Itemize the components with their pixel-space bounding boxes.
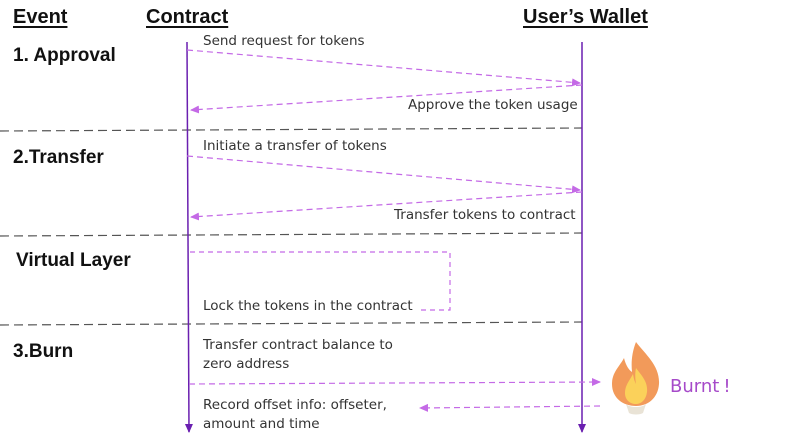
label-transfer-balance-line1: Transfer contract balance to	[203, 337, 393, 353]
header-contract: Contract	[146, 6, 229, 28]
header-wallet: User’s Wallet	[523, 6, 648, 28]
burnt-text: Burnt	[670, 376, 720, 397]
separator-approval-transfer	[0, 127, 583, 132]
self-loop-lock	[190, 251, 451, 311]
separator-virtual-burn	[0, 321, 583, 326]
label-transfer-balance: Transfer contract balance to zero addres…	[203, 336, 393, 374]
separator-transfer-virtual	[0, 232, 583, 237]
header-event: Event	[13, 6, 68, 28]
arrow-initiate-transfer	[186, 155, 581, 194]
arrow-record-offset	[419, 403, 601, 412]
event-virtual-layer: Virtual Layer	[16, 250, 131, 271]
label-initiate-transfer: Initiate a transfer of tokens	[203, 138, 387, 154]
event-transfer: 2.Transfer	[13, 147, 104, 168]
burnt-exclamation: !	[723, 376, 731, 397]
fire-icon	[612, 342, 660, 415]
burnt-label: Burnt!	[670, 376, 731, 397]
contract-lifeline	[184, 41, 193, 433]
arrow-transfer-to-contract	[190, 191, 583, 221]
arrow-send-request	[186, 49, 581, 87]
label-lock-tokens: Lock the tokens in the contract	[203, 298, 413, 314]
event-burn: 3.Burn	[13, 341, 74, 362]
label-record-offset-line2: amount and time	[203, 416, 320, 432]
label-record-offset-line1: Record offset info: offseter,	[203, 397, 387, 413]
arrow-transfer-balance	[188, 378, 601, 387]
event-approval: 1. Approval	[13, 45, 116, 66]
arrow-approve-usage	[190, 84, 583, 114]
label-transfer-balance-line2: zero address	[203, 356, 290, 372]
label-approve-usage: Approve the token usage	[408, 97, 578, 113]
label-transfer-to-contract: Transfer tokens to contract	[394, 207, 576, 223]
label-record-offset: Record offset info: offseter, amount and…	[203, 396, 387, 434]
label-send-request: Send request for tokens	[203, 33, 365, 49]
